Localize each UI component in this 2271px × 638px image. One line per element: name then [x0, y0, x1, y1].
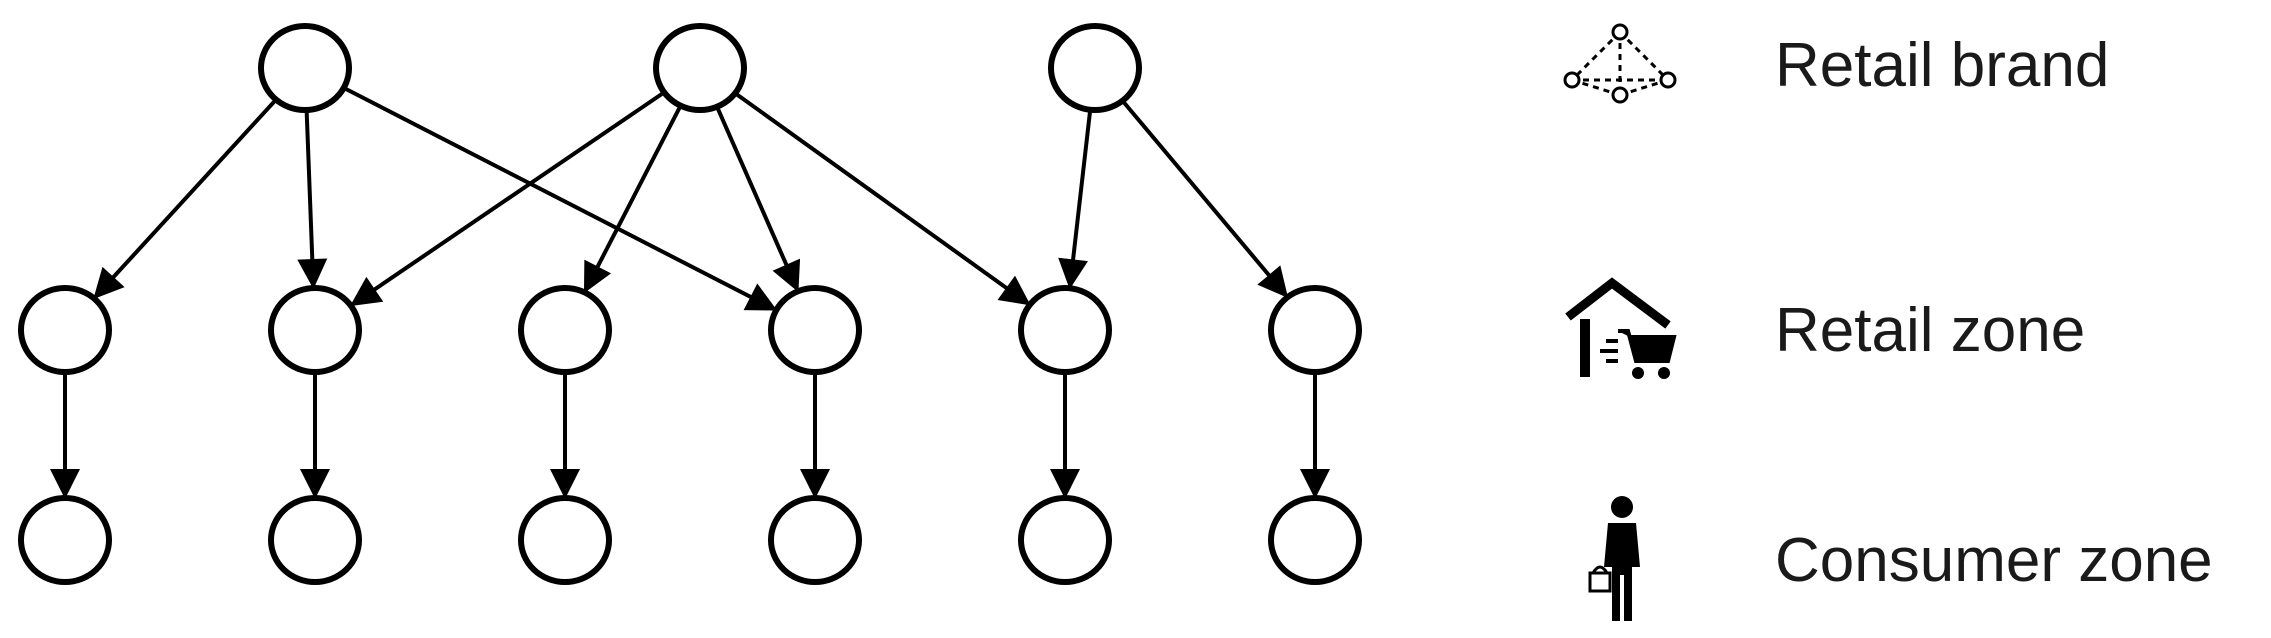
network-diagram	[18, 23, 1362, 585]
edge-group	[50, 86, 1330, 499]
edge-brand-1-to-zone-2	[297, 109, 328, 290]
edge-brand-1-to-zone-1	[93, 98, 278, 300]
edge-brand-3-to-zone-5	[1058, 109, 1093, 290]
legend-item-retail-brand: Retail brand	[1560, 10, 2109, 120]
edge-brand-2-to-zone-2	[350, 90, 666, 307]
edge-brand-2-to-zone-3	[583, 104, 683, 294]
retail-zone-node-3	[518, 285, 612, 375]
edge-brand-1-to-zone-4	[342, 86, 778, 311]
legend-item-retail-zone: Retail zone	[1560, 275, 2085, 385]
edge-brand-3-to-zone-6	[1120, 99, 1289, 298]
retail-zone-node-2	[268, 285, 362, 375]
retail-brand-node-3	[1048, 23, 1142, 113]
consumer-zone-node-3	[518, 495, 612, 585]
legend-label-consumer-zone: Consumer zone	[1775, 525, 2213, 595]
network-icon	[1560, 10, 1680, 120]
consumer-zone-node-1	[18, 495, 112, 585]
consumer-zone-node-6	[1268, 495, 1362, 585]
retail-zone-node-4	[768, 285, 862, 375]
legend-item-consumer-zone: Consumer zone	[1560, 496, 2213, 621]
consumer-zone-node-4	[768, 495, 862, 585]
retail-zone-node-5	[1018, 285, 1112, 375]
consumer-zone-node-5	[1018, 495, 1112, 585]
legend-label-retail-zone: Retail zone	[1775, 295, 2086, 365]
edge-brand-2-to-zone-4	[715, 105, 801, 293]
shopper-icon	[1560, 496, 1680, 621]
node-group	[18, 23, 1362, 585]
store-cart-icon	[1560, 275, 1680, 385]
edge-brand-2-to-zone-5	[734, 91, 1031, 306]
consumer-zone-node-2	[268, 495, 362, 585]
retail-zone-node-1	[18, 285, 112, 375]
retail-brand-node-2	[653, 23, 747, 113]
retail-zone-node-6	[1268, 285, 1362, 375]
retail-brand-node-1	[258, 23, 352, 113]
legend-label-retail-brand: Retail brand	[1775, 30, 2110, 100]
